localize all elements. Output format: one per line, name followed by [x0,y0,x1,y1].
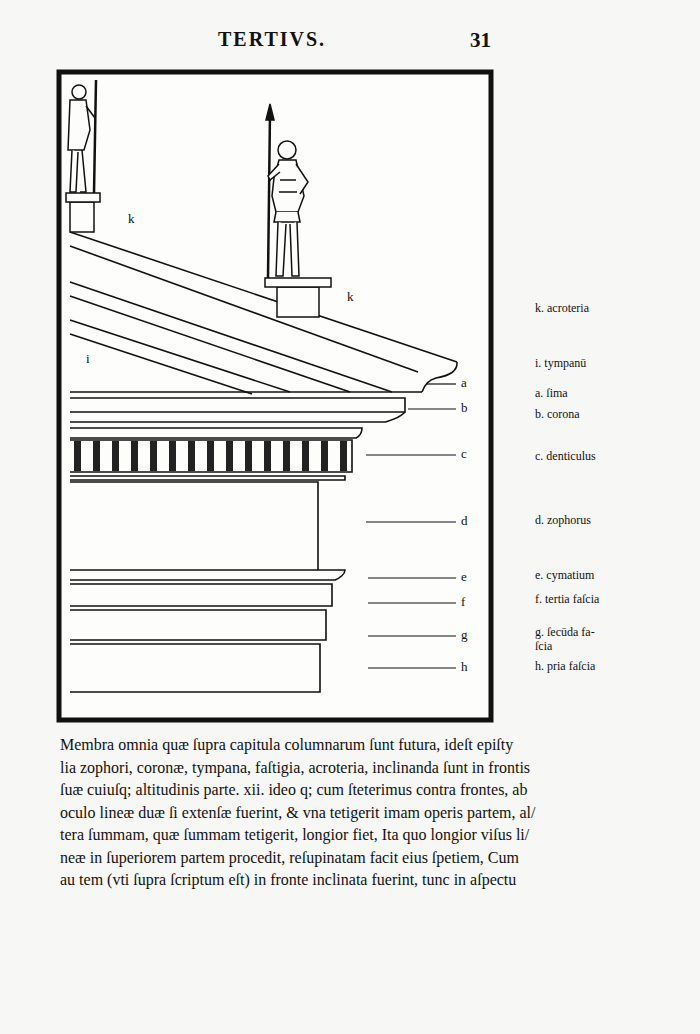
key-entry: a. ſima [535,387,568,401]
leader-lines [366,384,456,668]
body-line: neæ in ſuperiorem partem procedit, reſup… [60,849,519,867]
dentil [340,441,347,471]
body-line: oculo lineæ duæ ſi extenſæ fuerint, & vn… [60,804,535,822]
callout-letter: g [461,628,468,643]
body-line: Membra omnia quæ ſupra capitula columnar… [60,736,513,754]
key-entry: i. tympanū [535,357,586,371]
dentil [169,441,176,471]
dentil [283,441,290,471]
frame [59,72,491,720]
callout-letter: a [461,376,467,391]
running-head: TERTIVS. [218,28,326,51]
dentil [321,441,328,471]
key-entry: f. tertia faſcia [535,593,599,607]
callout-letter: e [461,570,467,585]
dentil [131,441,138,471]
callout-letter: c [461,447,467,462]
callout-letter: i [86,352,90,367]
callout-letter: d [461,514,468,529]
statue [66,80,100,232]
statue [265,104,331,317]
callout-letter: k [128,212,135,227]
key-entry: g. ſecūda fa- ſcia [535,626,611,654]
body-line: au tem (vti ſupra ſcriptum eſt) in front… [60,871,516,889]
body-line: lia zophori, coronæ, tympana, faſtigia, … [60,759,530,777]
dentil [93,441,100,471]
dentil [188,441,195,471]
key-entry: d. zophorus [535,514,591,528]
key-entry: e. cymatium [535,569,594,583]
dentil [207,441,214,471]
body-line: tera ſummam, quæ ſummam tetigerit, longi… [60,826,529,844]
dentil [245,441,252,471]
key-entry: k. acroteria [535,302,589,316]
key-entry: c. denticulus [535,450,596,464]
page-number: 31 [470,28,491,52]
dentil [150,441,157,471]
body-line: ſuæ cuiuſq; altitudinis parte. xii. ideo… [60,781,527,799]
pediment [70,232,457,692]
dentil [264,441,271,471]
callout-letter: k [347,290,354,305]
callout-letter: f [461,595,465,610]
callout-letter: b [461,401,468,416]
key-entry: h. pria faſcia [535,660,595,674]
dentil [226,441,233,471]
dentil [112,441,119,471]
key-entry: b. corona [535,408,580,422]
dentil [302,441,309,471]
callout-letter: h [461,660,468,675]
dentil [74,441,81,471]
dentils [74,441,347,471]
